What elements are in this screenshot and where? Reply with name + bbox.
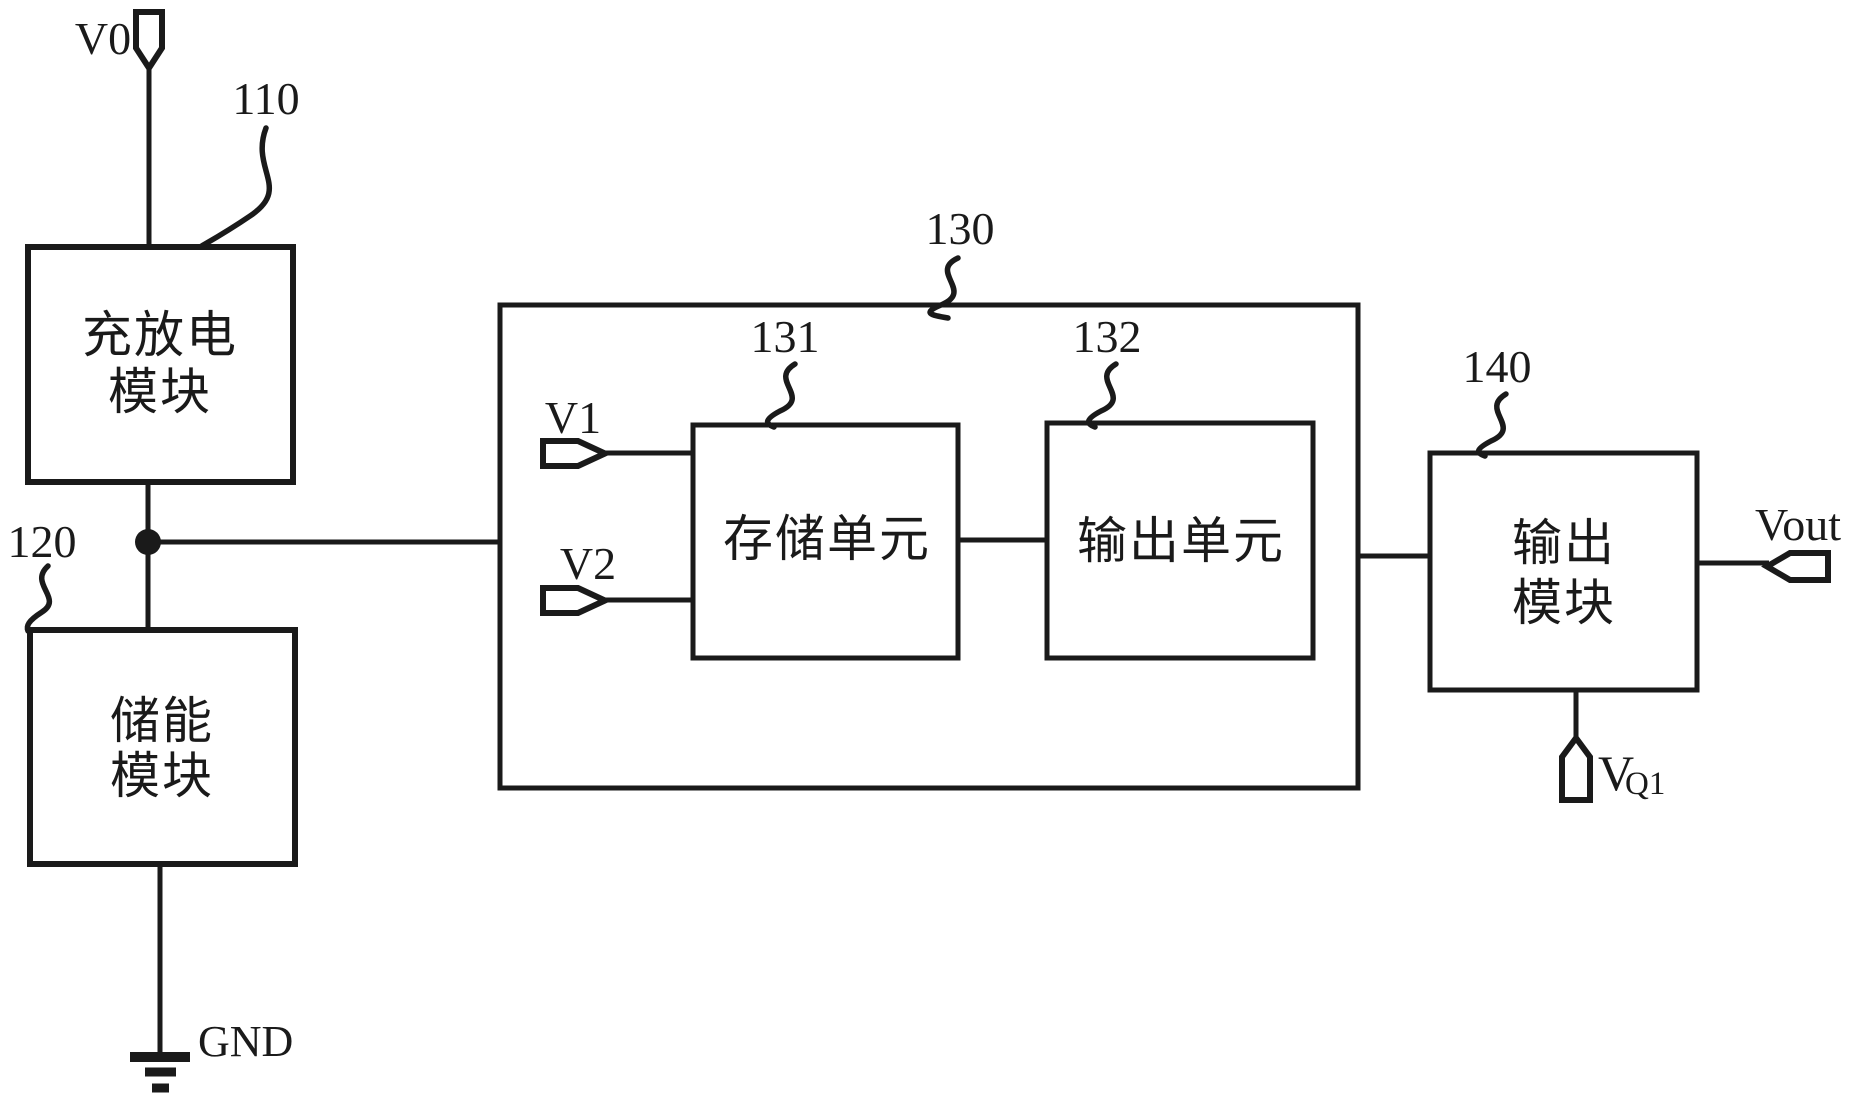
energy-storage-module-box [27,627,298,867]
ref-120: 120 [8,516,77,567]
reference-leaders [24,125,1509,634]
leader-120 [24,563,52,634]
output-module-label-line2: 模块 [1512,575,1616,631]
v2-pin-icon [540,585,613,616]
charge-discharge-module-label-line2: 模块 [108,364,212,420]
terminal-pins [133,9,1831,803]
gnd-symbol [130,1052,190,1093]
leader-130 [927,255,961,321]
v1-label: V1 [545,392,601,443]
storage-unit-label: 存储单元 [723,511,931,567]
energy-storage-module-label-line2: 模块 [110,748,214,804]
ref-140: 140 [1463,341,1532,392]
output-unit-label: 输出单元 [1077,513,1285,569]
output-module-box [1427,450,1700,693]
wires [145,66,1769,1054]
ref-130: 130 [926,203,995,254]
leader-132 [1085,361,1119,430]
output-unit-box [1044,420,1316,661]
leader-110 [197,125,273,250]
ref-110: 110 [232,73,299,124]
leader-131 [764,361,798,430]
v1-pin-icon [540,438,613,469]
junction-dot [135,529,161,555]
output-module-label-line1: 输出 [1512,515,1616,571]
vq1-label-main: V [1598,745,1634,801]
energy-storage-module-label-line1: 储能 [110,693,214,749]
vq1-pin-icon [1559,732,1593,803]
ref-132: 132 [1073,311,1142,362]
leader-140 [1475,391,1509,459]
storage-unit-box [690,422,961,661]
charge-discharge-module-label-line1: 充放电 [82,307,238,363]
v0-label: V0 [75,13,131,64]
gnd-label: GND [198,1017,293,1066]
v2-label: V2 [560,538,616,589]
vout-label: Vout [1755,499,1841,550]
vq1-label-sub: Q1 [1625,766,1665,802]
container-box-130 [497,302,1361,791]
v0-pin-icon [133,9,165,74]
vout-pin-icon [1761,550,1831,583]
ref-131: 131 [751,311,820,362]
charge-discharge-module-box [25,244,296,485]
